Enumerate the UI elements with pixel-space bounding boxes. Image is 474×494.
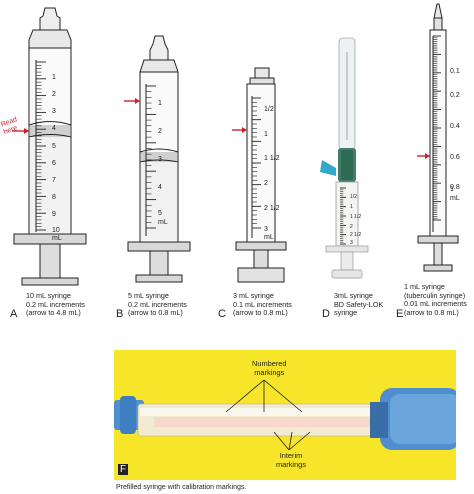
arrowhead-e [425,153,430,159]
syringe-b [127,35,191,283]
scale-label: 8 [52,194,56,201]
caption-a-line-3: (arrow to 4.8 mL) [26,308,81,318]
read-here-arrowhead [24,128,29,134]
caption-c-line-1: 3 mL syringe [233,291,274,300]
caption-a-line-1: 10 mL syringe [26,291,71,300]
letter-e: E [396,308,404,320]
scale-label: 2 [52,91,56,98]
scale-label: 2 [264,180,268,187]
interim-label-line-1: Interim [279,451,303,460]
scale-label: 2 1/2 [264,205,280,212]
scale-ticks-b: 1 2 3 4 5 mL [146,85,168,229]
scale-label: 1/2 [350,194,357,200]
letter-a: A [10,308,18,320]
scale-label: 2 1/2 [350,232,361,238]
caption-b-line-2: 0.2 mL increments [128,299,187,309]
scale-ticks-e: 0.1 0.2 0.4 0.6 0.81 mL [433,35,460,221]
scale-label: 1 [264,131,268,138]
letter-b: B [116,308,124,320]
interim-label-line-2: markings [276,459,306,469]
caption-c: 3 mL syringe 0.1 mL increments (arrow to… [233,291,292,318]
scale-label: 3 [158,156,162,163]
scale-label: 9 [52,211,56,218]
letter-f: F [118,464,129,475]
scale-label: 1/2 [264,106,274,113]
scale-label: 3 [350,240,353,246]
caption-b-line-3: (arrow to 0.8 mL) [128,308,183,318]
caption-e: 1 mL syringe (tuberculin syringe) 0.01 m… [404,282,467,317]
scale-label: mL [158,219,168,226]
scale-label: 5 [52,143,56,150]
numbered-label-line-2: markings [254,367,285,377]
scale-label: 1 [158,100,162,107]
numbered-markings-label: Numbered markings [252,359,287,377]
scale-label: 10 [52,227,60,234]
scale-label: 1 [350,204,353,210]
scale-label: 1 [52,74,56,81]
scale-label: 7 [52,177,56,184]
scale-label: mL [52,235,62,242]
scale-label: 4 [52,125,56,132]
syringe-e [417,3,459,272]
caption-b-line-1: 5 mL syringe [128,291,169,300]
numbered-label-line-1: Numbered [252,359,287,368]
syringe-a [13,7,87,286]
scale-label: 0.6 [450,154,460,161]
scale-ticks-d: 1/2 1 1 1/2 2 2 1/2 3 [340,187,361,246]
caption-d: 3mL syringe BD Safety-LOK syringe [334,291,384,318]
caption-b: 5 mL syringe 0.2 mL increments (arrow to… [128,291,187,318]
caption-c-line-3: (arrow to 0.8 mL) [233,308,288,318]
scale-label: 1 1/2 [264,155,280,162]
caption-e-line-2: (tuberculin syringe) [404,290,466,300]
prefilled-syringe-photo: Numbered markings Interim markings F [114,350,456,480]
caption-a-line-2: 0.2 mL increments [26,299,85,309]
caption-c-line-2: 0.1 mL increments [233,299,292,309]
scale-label: mL [264,234,274,241]
scale-label: 0.2 [450,92,460,99]
scale-label: 3 [52,108,56,115]
arrowhead-b [135,98,140,104]
letter-c: C [218,308,226,320]
caption-e-line-4: (arrow to 0.8 mL) [404,307,459,317]
caption-a: 10 mL syringe 0.2 mL increments (arrow t… [26,291,85,318]
photo-drawing [114,379,456,451]
caption-d-line-3: syringe [334,308,358,318]
scale-label: mL [450,195,460,202]
scale-label: 1 [450,186,454,193]
interim-markings-label: Interim markings [276,451,306,469]
syringe-c [235,67,287,283]
scale-label: 0.4 [450,123,460,130]
letter-d: D [322,308,330,320]
syringe-d [320,37,369,279]
caption-d-line-2: BD Safety-LOK [334,299,384,309]
scale-label: 5 [158,210,162,217]
scale-label: 2 [158,128,162,135]
photo-caption: Prefilled syringe with calibration marki… [116,484,247,491]
scale-label: 0.8 [450,184,460,191]
arrowhead-c [242,127,247,133]
caption-e-line-1: 1 mL syringe [404,282,445,291]
caption-d-line-1: 3mL syringe [334,291,373,300]
scale-label: 2 [350,224,353,230]
scale-ticks-c: 1/2 1 1 1/2 2 2 1/2 3mL [252,97,280,241]
scale-label: 0.1 [450,68,460,75]
scale-label: 6 [52,160,56,167]
scale-label: 4 [158,184,162,191]
scale-label: 3 [264,226,268,233]
caption-e-line-3: 0.01 mL increments [404,299,467,309]
scale-label: 1 1/2 [350,214,361,220]
